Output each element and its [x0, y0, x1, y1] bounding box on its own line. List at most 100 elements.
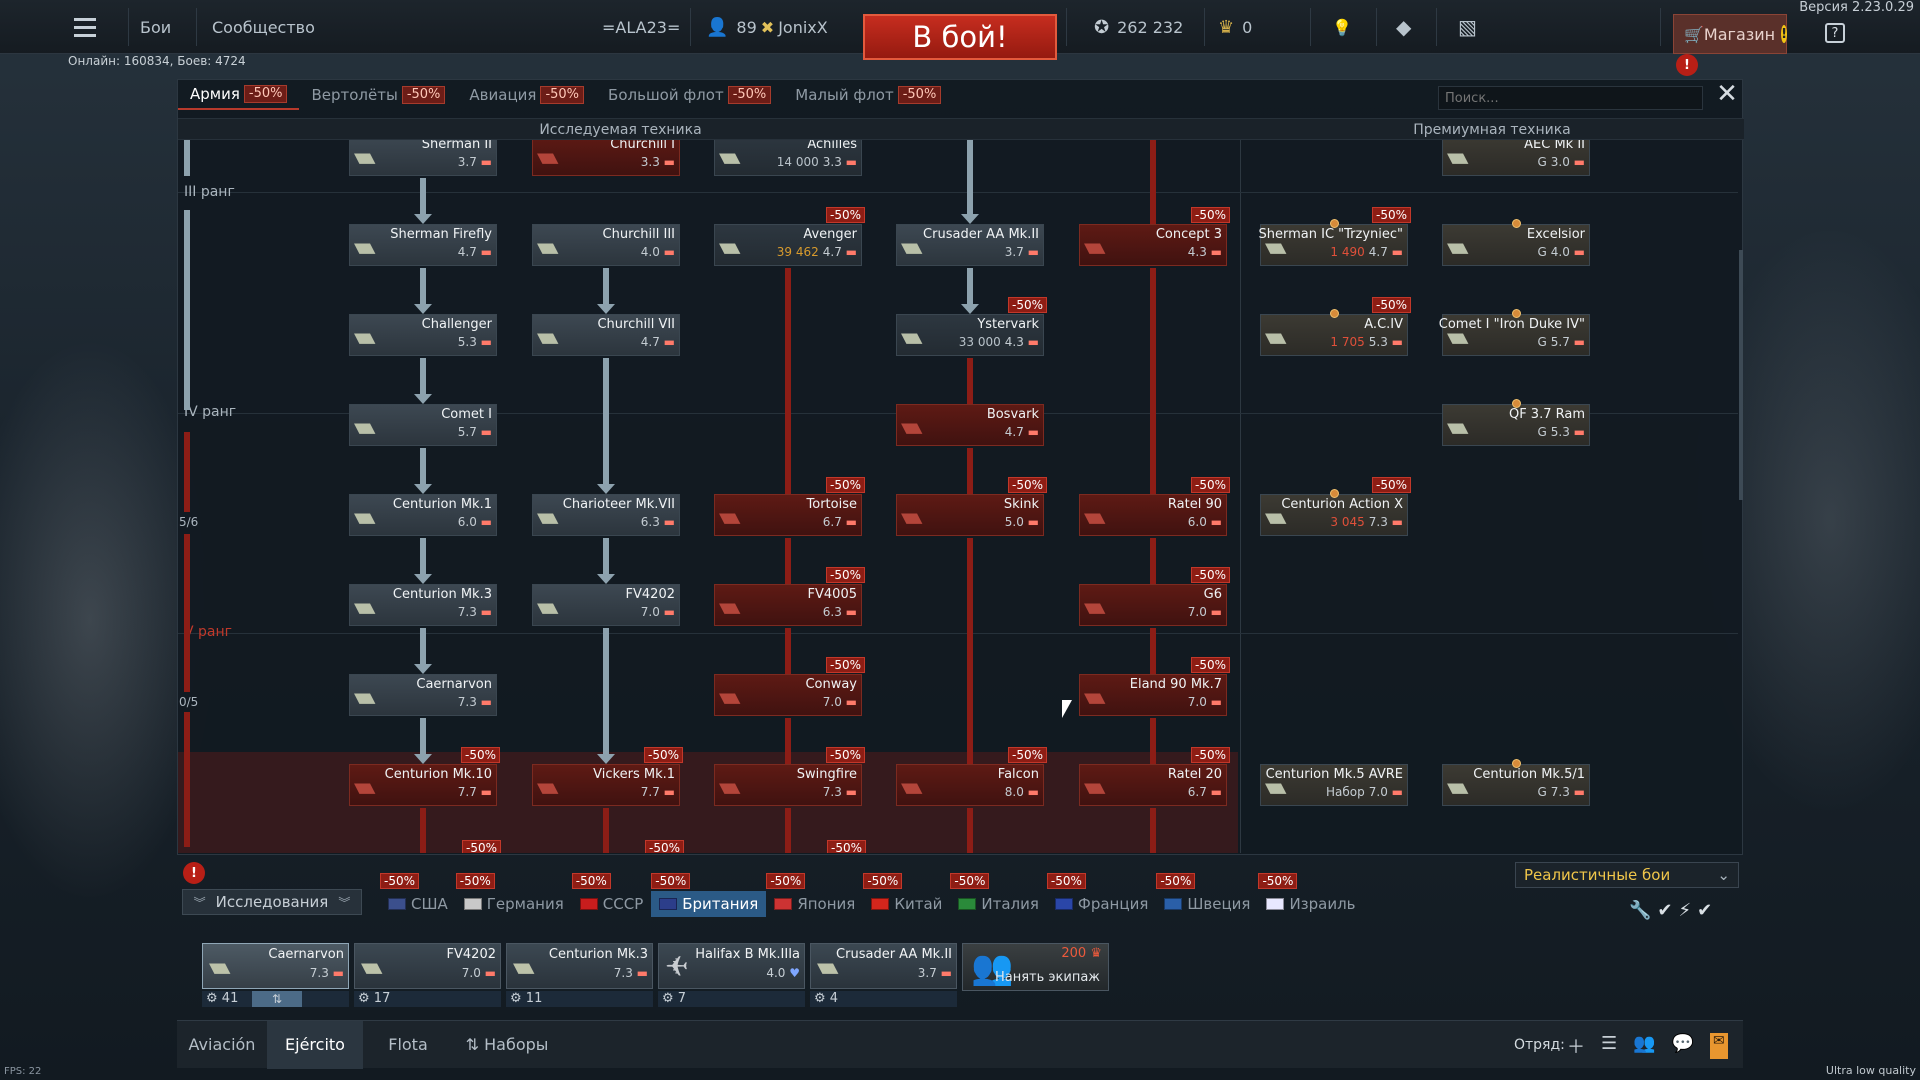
battles-menu[interactable]: Бои	[140, 17, 172, 37]
swap-icon[interactable]: ⇅	[252, 991, 302, 1007]
tab-sets[interactable]: ⇅ Наборы	[465, 1035, 549, 1054]
tab-nation[interactable]: Германия-50%	[455, 873, 572, 917]
mail-icon[interactable]: ✉	[1709, 1033, 1728, 1059]
tab-nation[interactable]: Китай-50%	[863, 873, 950, 917]
tab-nation[interactable]: Италия-50%	[950, 873, 1047, 917]
discount-badge: -50%	[1156, 873, 1196, 889]
modifications-icon[interactable]: ⚡	[1678, 900, 1692, 921]
to-battle-button[interactable]: В бой!	[863, 14, 1057, 60]
lightbulb-icon[interactable]: 💡	[1332, 17, 1352, 37]
tab-nation[interactable]: Япония-50%	[766, 873, 863, 917]
tab-nation[interactable]: Британия-50%	[651, 873, 767, 917]
premium-dot-icon	[1330, 489, 1339, 498]
tab-category[interactable]: Армия-50%	[178, 80, 300, 110]
list-icon[interactable]: ☰	[1601, 1033, 1618, 1054]
gold-balance[interactable]: ♛ 0	[1218, 0, 1252, 54]
tab-category[interactable]: Большой флот-50%	[596, 80, 783, 110]
decal-icon[interactable]: ◆	[1396, 15, 1412, 39]
tab-nation[interactable]: Франция-50%	[1046, 873, 1156, 917]
community-menu[interactable]: Сообщество	[212, 17, 315, 37]
alarm-icon[interactable]: !	[1676, 54, 1698, 76]
tank-icon: ▰	[1265, 320, 1287, 353]
menu-icon[interactable]	[72, 0, 98, 54]
shop-button[interactable]: 🛒 Магазин !	[1673, 14, 1788, 54]
coupon-icon[interactable]: ▧	[1458, 15, 1477, 39]
tab-flota[interactable]: Flota	[388, 1035, 428, 1054]
tab-nation[interactable]: Швеция-50%	[1156, 873, 1258, 917]
check-icon[interactable]: ✔	[1697, 900, 1713, 921]
tab-ejercito[interactable]: Ejército	[267, 1021, 363, 1069]
tab-category[interactable]: Вертолёты-50%	[299, 80, 457, 110]
tab-nation[interactable]: США-50%	[380, 873, 456, 917]
research-alarm-icon[interactable]: !	[183, 862, 205, 884]
help-button[interactable]: ?	[1825, 23, 1845, 43]
tab-category[interactable]: Малый флот-50%	[783, 80, 953, 110]
tab-category[interactable]: Авиация-50%	[457, 80, 596, 110]
add-squad-icon[interactable]: ＋	[1567, 1037, 1585, 1058]
vehicle-br: 3.7 ▬	[1005, 245, 1039, 259]
hire-crew-button[interactable]: 👥 200 ♛ Нанять экипаж	[962, 943, 1109, 991]
profile[interactable]: 👤 89 ✖ JonixX	[706, 0, 828, 54]
game-mode-select[interactable]: Реалистичные бои ⌄	[1515, 862, 1739, 888]
battle-rating: 8.0	[1004, 785, 1024, 799]
wrench-icon[interactable]: 🔧	[1629, 900, 1652, 921]
tab-nation[interactable]: СССР-50%	[571, 873, 651, 917]
tab-nation[interactable]: Израиль-50%	[1258, 873, 1363, 917]
contacts-icon[interactable]: 👥	[1633, 1033, 1656, 1054]
chat-icon[interactable]: 💬	[1671, 1033, 1694, 1054]
research-tab[interactable]: ︾ Исследования ︾	[182, 889, 362, 915]
search-input[interactable]	[1438, 86, 1703, 110]
check-icon[interactable]: ✔	[1657, 900, 1673, 921]
section-headers: Исследуемая техника Премиумная техника	[178, 118, 1744, 140]
close-icon[interactable]: ✕	[1716, 79, 1738, 109]
silver-balance[interactable]: ✪ 262 232	[1094, 0, 1183, 54]
tab-aviacion[interactable]: Aviación	[188, 1035, 256, 1054]
tree-scrollbar[interactable]	[1739, 250, 1743, 500]
